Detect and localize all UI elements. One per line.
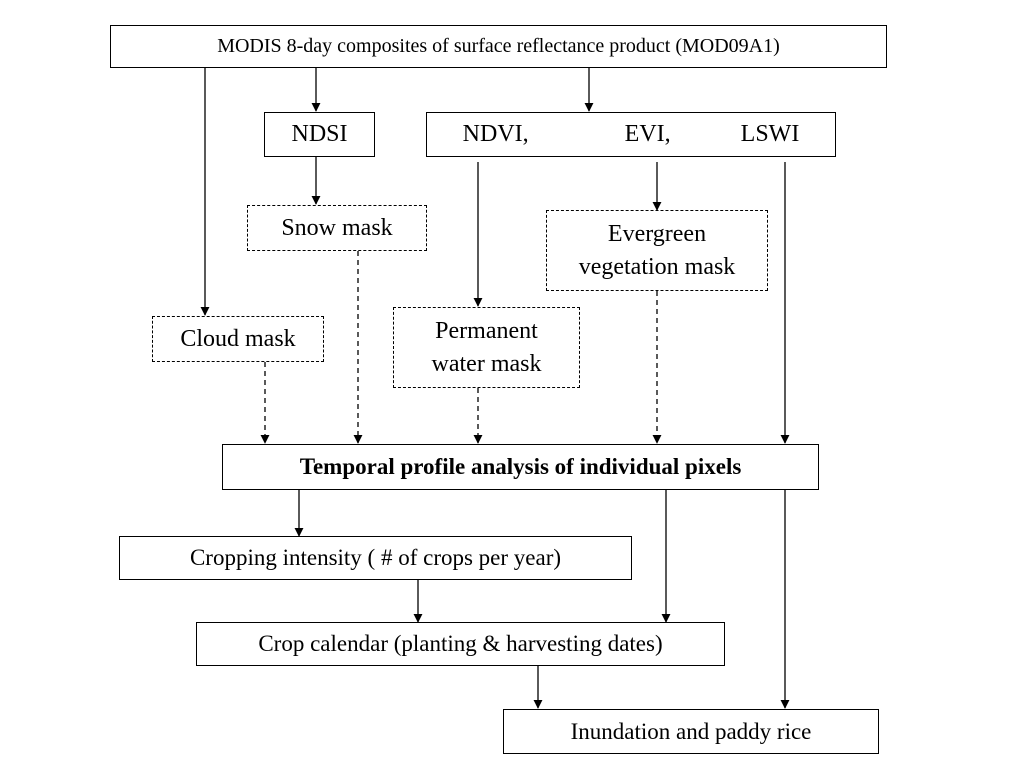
water-mask-box: Permanent water mask [393, 307, 580, 388]
water-mask-label-line2: water mask [431, 350, 542, 377]
cropping-intensity-label: Cropping intensity ( # of crops per year… [189, 545, 562, 571]
crop-calendar-box: Crop calendar (planting & harvesting dat… [196, 622, 725, 666]
evi-label: EVI, [624, 121, 671, 148]
crop-calendar-label: Crop calendar (planting & harvesting dat… [258, 631, 663, 657]
ndsi-label: NDSI [291, 121, 348, 148]
lswi-label: LSWI [740, 121, 800, 148]
inundation-box: Inundation and paddy rice [503, 709, 879, 754]
ndvi-label: NDVI, [462, 121, 529, 148]
cloud-mask-label: Cloud mask [180, 325, 296, 352]
inundation-label: Inundation and paddy rice [570, 718, 812, 744]
ndsi-box: NDSI [264, 112, 375, 157]
modis-product-label: MODIS 8-day composites of surface reflec… [217, 35, 780, 57]
evergreen-mask-label-line2: vegetation mask [578, 253, 736, 280]
evergreen-mask-label-line1: Evergreen [607, 221, 707, 248]
temporal-profile-box: Temporal profile analysis of individual … [222, 444, 819, 490]
evergreen-mask-box: Evergreen vegetation mask [546, 210, 768, 291]
modis-product-box: MODIS 8-day composites of surface reflec… [110, 25, 887, 68]
snow-mask-label: Snow mask [281, 214, 393, 241]
temporal-profile-label: Temporal profile analysis of individual … [299, 454, 742, 480]
vegetation-indices-box: NDVI, EVI, LSWI [426, 112, 836, 157]
water-mask-label-line1: Permanent [435, 318, 538, 345]
cloud-mask-box: Cloud mask [152, 316, 324, 362]
snow-mask-box: Snow mask [247, 205, 427, 251]
cropping-intensity-box: Cropping intensity ( # of crops per year… [119, 536, 632, 580]
